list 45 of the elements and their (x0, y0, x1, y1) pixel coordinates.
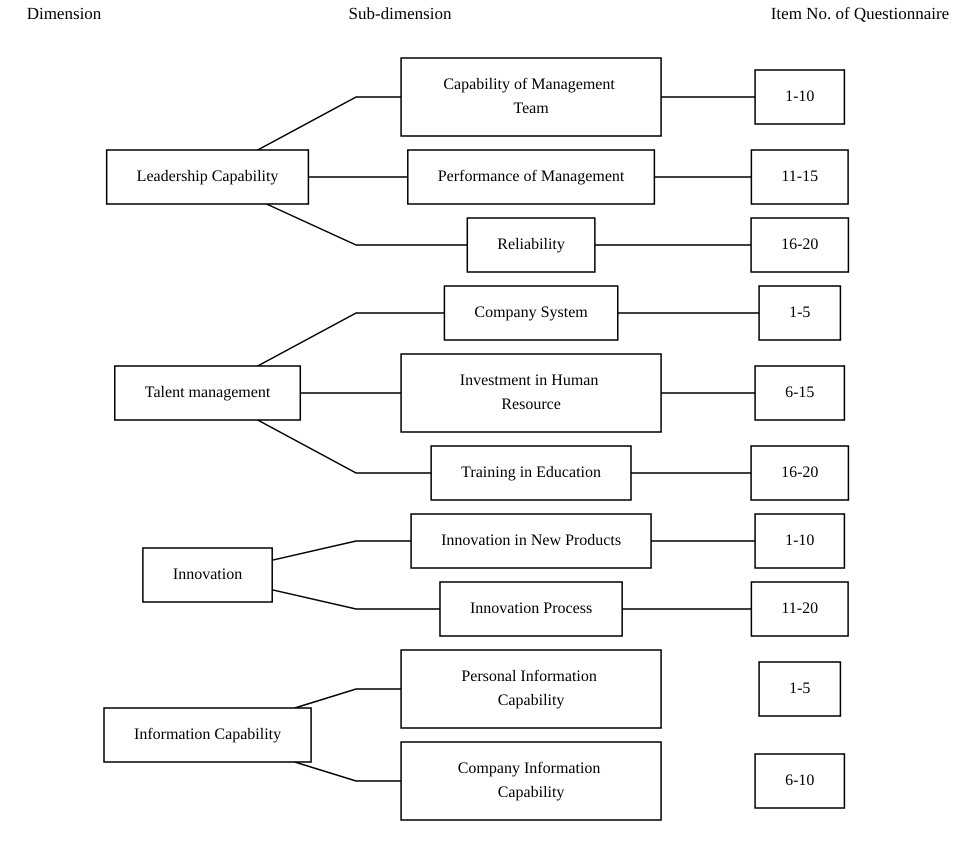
column-heading: Item No. of Questionnaire (770, 4, 950, 24)
node-box: Innovation in New Products (410, 513, 652, 569)
connector (654, 176, 752, 178)
node-box: Performance of Management (407, 149, 656, 205)
node-box: Innovation (142, 547, 274, 603)
connector (618, 312, 760, 314)
node-box: 11-20 (750, 581, 850, 637)
connector (661, 96, 756, 98)
node-box: Training in Education (430, 445, 632, 501)
column-heading: Sub-dimension (348, 4, 452, 24)
node-box: Company Information Capability (400, 741, 662, 821)
node-box: Leadership Capability (106, 149, 310, 205)
connector (651, 540, 756, 542)
connector (294, 688, 402, 709)
connector (631, 472, 752, 474)
connector (258, 96, 402, 151)
node-box: Reliability (466, 217, 596, 273)
connector (294, 761, 402, 782)
node-box: 11-15 (750, 149, 850, 205)
node-box: 1-10 (754, 69, 846, 125)
node-box: 6-10 (754, 753, 846, 809)
column-heading: Dimension (26, 4, 102, 24)
node-box: 6-15 (754, 365, 846, 421)
node-box: 1-5 (758, 661, 842, 717)
node-box: Information Capability (104, 707, 312, 763)
connector (300, 392, 402, 394)
connector (272, 589, 440, 610)
connector (595, 244, 752, 246)
connector (258, 419, 432, 474)
node-box: 16-20 (750, 217, 850, 273)
node-box: Talent management (114, 365, 302, 421)
connector (622, 608, 752, 610)
node-box: 1-5 (758, 285, 842, 341)
connector (258, 312, 445, 367)
connector (272, 540, 412, 561)
node-box: Company System (444, 285, 619, 341)
node-box: Personal Information Capability (400, 649, 662, 729)
node-box: 16-20 (750, 445, 850, 501)
node-box: Innovation Process (440, 581, 624, 637)
node-box: Investment in Human Resource (400, 353, 662, 433)
connector (266, 203, 468, 246)
node-box: Capability of Management Team (400, 57, 662, 137)
node-box: 1-10 (754, 513, 846, 569)
connector (308, 176, 408, 178)
connector (661, 392, 756, 394)
